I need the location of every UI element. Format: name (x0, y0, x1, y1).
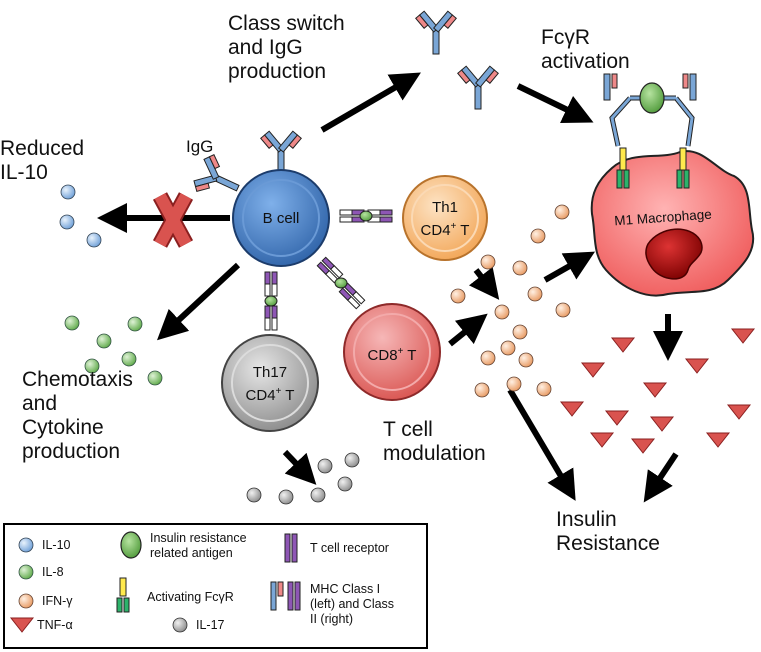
arrow-cd8-to-ifng (448, 313, 488, 347)
insulin-antigen-icon (639, 82, 665, 114)
class-switch-line2: and IgG (228, 36, 303, 59)
legend-box (3, 523, 428, 649)
arrow-bcell-to-class-switch (320, 72, 421, 133)
b-cell-inner (242, 179, 320, 257)
il10-dots (59, 184, 102, 248)
cd8-label: CD8+ T (360, 342, 424, 365)
th17-line2: CD4+ T (238, 382, 302, 405)
legend-il8-swatch (18, 564, 34, 580)
legend-tnfa-label: TNF-α (37, 618, 73, 632)
legend-mhc-label: MHC Class I (left) and Class II (right) (310, 582, 394, 627)
legend-il17-swatch (172, 617, 188, 633)
fcgr-receptor-icon (603, 73, 697, 189)
chemotaxis-line2: and (22, 392, 58, 415)
cd8-cell (343, 303, 441, 401)
cd8-t: T (407, 347, 417, 364)
insulin-line1: Insulin (556, 508, 617, 531)
legend-mhc-line2: (left) and Class (310, 597, 395, 611)
th17-cell-inner (231, 344, 309, 422)
arrow-th17-to-il17 (282, 449, 317, 485)
legend-mhc-line3: II (right) (310, 612, 354, 626)
cd8-cell-inner (353, 313, 431, 391)
tcell-mod-line2: modulation (383, 442, 486, 465)
il8-dots (64, 315, 163, 386)
il17-dots (246, 452, 360, 505)
legend-il10-label: IL-10 (42, 538, 71, 552)
arrow-to-chemotaxis (157, 262, 241, 341)
th17-cd4: CD4 (245, 387, 276, 404)
igg-antibody-icon (415, 10, 457, 55)
ifng-dots (450, 204, 571, 398)
legend-tcr-label: T cell receptor (310, 541, 389, 555)
insulin-line2: Resistance (556, 532, 660, 555)
chemotaxis-line3: Cytokine (22, 416, 104, 439)
th1-cell (402, 175, 488, 261)
insulin-resistance-label: Insulin Resistance (556, 508, 660, 556)
legend-antigen-swatch (120, 531, 142, 559)
th1-cell-inner (411, 184, 479, 252)
b-cell-label: B cell (262, 210, 300, 227)
legend-il10-swatch (18, 537, 34, 553)
tcell-modulation-label: T cell modulation (383, 418, 486, 466)
tnfa-triangles (560, 328, 755, 454)
th1-label: Th1 CD4+ T (415, 198, 475, 240)
fcgr-line2: activation (541, 50, 630, 73)
legend-fcgr-swatch (116, 577, 130, 613)
legend-antigen-line1: Insulin resistance (150, 531, 247, 545)
th17-line1: Th17 (252, 364, 288, 381)
b-cell (232, 169, 330, 267)
arrow-tnf-to-insulin (643, 452, 679, 503)
class-switch-line1: Class switch (228, 12, 345, 35)
tcell-mod-line1: T cell (383, 418, 433, 441)
th1-cd4: CD4 (420, 222, 451, 239)
legend-il17-label: IL-17 (196, 618, 225, 632)
m1-macrophage (590, 150, 755, 297)
igg-label: IgG (186, 137, 214, 156)
legend-ifng-label: IFN-γ (42, 594, 73, 608)
arrow-tcell-to-insulin (507, 388, 576, 501)
legend-antigen-label: Insulin resistance related antigen (150, 531, 247, 561)
th1-line2: CD4+ T (415, 217, 475, 240)
tcr-mhc-complex-th17 (264, 271, 278, 297)
th17-cell (221, 334, 319, 432)
insulin-antigen-icon (264, 295, 278, 307)
th17-sup: + (275, 386, 282, 397)
legend-tcr-swatch (284, 533, 298, 563)
th1-t: T (460, 222, 470, 239)
chemotaxis-label: Chemotaxis and Cytokine production (22, 368, 133, 464)
reduced-line1: Reduced (0, 137, 85, 160)
arrow-igg-to-fcgr (516, 83, 594, 123)
legend-fcgr-label: Activating FcγR (147, 590, 234, 604)
chemotaxis-line1: Chemotaxis (22, 368, 133, 391)
blocked-x-icon (152, 192, 194, 248)
class-switch-label: Class switch and IgG production (228, 12, 345, 84)
th17-t: T (285, 387, 295, 404)
igg-antibody-icon (457, 65, 499, 110)
legend-mhc-swatch (270, 581, 301, 611)
fcgr-activation-label: FcγR activation (541, 26, 630, 74)
th1-line1: Th1 (432, 199, 458, 216)
th1-sup: + (450, 221, 457, 232)
chemotaxis-line4: production (22, 440, 121, 463)
cd8-text: CD8 (367, 347, 398, 364)
fcgr-line1: FcγR (541, 26, 590, 49)
insulin-antigen-icon (359, 210, 373, 222)
legend-mhc-line1: MHC Class I (310, 582, 381, 596)
reduced-line2: IL-10 (0, 161, 48, 184)
tcr-mhc-complex-th17 (264, 305, 278, 331)
arrow-th1-to-ifng (468, 266, 500, 300)
insulin-antigen-icon (334, 277, 348, 289)
legend-il8-label: IL-8 (42, 565, 64, 579)
legend-antigen-line2: related antigen (150, 546, 233, 560)
class-switch-line3: production (228, 60, 327, 83)
reduced-il10-label: Reduced IL-10 (0, 137, 84, 185)
arrow-ifng-to-macrophage (543, 251, 596, 283)
cd8-sup: + (397, 346, 404, 357)
legend-ifng-swatch (18, 593, 34, 609)
igg-antibody-icon (260, 130, 302, 175)
th17-label: Th17 CD4+ T (238, 363, 302, 405)
